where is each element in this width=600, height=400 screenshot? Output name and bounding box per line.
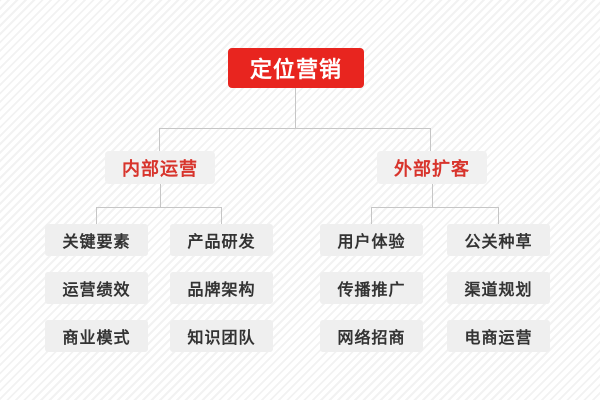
connector-branch-0-stem: [160, 184, 161, 207]
branch-node-internal-operations[interactable]: 内部运营: [105, 151, 215, 184]
connector-branch-1-stem: [432, 184, 433, 207]
leaf-node[interactable]: 用户体验: [320, 224, 423, 256]
connector-root-to-branch-1: [430, 128, 431, 151]
leaf-node[interactable]: 电商运营: [447, 320, 550, 352]
branch-node-external-expansion[interactable]: 外部扩客: [377, 151, 487, 184]
connector-branch-1-to-column-3: [498, 207, 499, 224]
leaf-node[interactable]: 传播推广: [320, 272, 423, 304]
leaf-node[interactable]: 品牌架构: [170, 272, 273, 304]
connector-branch-1-to-column-2: [371, 207, 372, 224]
connector-branch-0-to-column-1: [221, 207, 222, 224]
connector-root-stem: [295, 88, 296, 128]
leaf-node[interactable]: 公关种草: [447, 224, 550, 256]
connector-branch-0-horizontal-bar: [96, 207, 221, 208]
leaf-node[interactable]: 关键要素: [45, 224, 148, 256]
leaf-node[interactable]: 产品研发: [170, 224, 273, 256]
leaf-node[interactable]: 运营绩效: [45, 272, 148, 304]
connector-root-to-branch-0: [159, 128, 160, 151]
leaf-node[interactable]: 网络招商: [320, 320, 423, 352]
connector-root-horizontal-bar: [159, 128, 431, 129]
root-node[interactable]: 定位营销: [228, 48, 364, 88]
leaf-node[interactable]: 渠道规划: [447, 272, 550, 304]
connector-branch-1-horizontal-bar: [371, 207, 498, 208]
leaf-node[interactable]: 商业模式: [45, 320, 148, 352]
leaf-node[interactable]: 知识团队: [170, 320, 273, 352]
connector-branch-0-to-column-0: [96, 207, 97, 224]
